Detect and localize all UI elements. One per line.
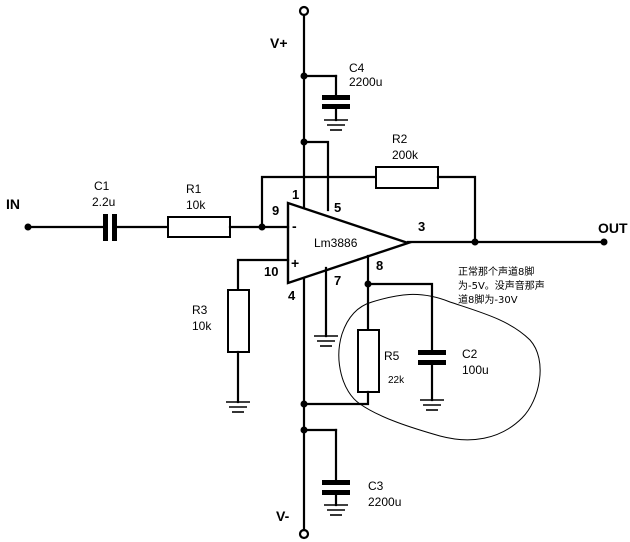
ic-minus: - bbox=[292, 218, 297, 234]
r5-resistor bbox=[357, 329, 380, 393]
r5-ref: R5 bbox=[384, 349, 400, 363]
r3-ref: R3 bbox=[192, 303, 208, 317]
ic-plus: + bbox=[291, 255, 299, 271]
output-label: OUT bbox=[598, 220, 628, 236]
c4-value: 2200u bbox=[349, 75, 382, 89]
c1-capacitor bbox=[103, 214, 117, 241]
r2-resistor bbox=[375, 166, 439, 189]
junction-r5 bbox=[300, 400, 308, 408]
hand-drawn-circle bbox=[338, 294, 541, 441]
r1-ref: R1 bbox=[186, 182, 202, 196]
lm3886-ic bbox=[286, 201, 412, 285]
c2-capacitor bbox=[418, 350, 446, 411]
vplus-label: V+ bbox=[270, 35, 288, 51]
pin-5: 5 bbox=[334, 200, 341, 215]
r2-value: 200k bbox=[392, 148, 419, 162]
wire-pin8-c2 bbox=[366, 282, 434, 352]
c1-ref: C1 bbox=[94, 179, 110, 193]
c1-value: 2.2u bbox=[92, 195, 115, 209]
vminus-terminal bbox=[298, 528, 310, 540]
annotation-line-1: 正常那个声道8脚 bbox=[458, 265, 534, 278]
junction-c4 bbox=[300, 72, 308, 80]
c4-capacitor bbox=[302, 74, 350, 131]
pin-7: 7 bbox=[334, 273, 341, 288]
pin-1: 1 bbox=[292, 187, 299, 202]
r3-resistor bbox=[227, 289, 250, 353]
r1-value: 10k bbox=[186, 198, 206, 212]
annotation-line-3: 道8脚为-30V bbox=[458, 293, 518, 306]
pin-10: 10 bbox=[264, 264, 278, 279]
pin-8: 8 bbox=[376, 258, 383, 273]
vplus-terminal bbox=[298, 5, 310, 17]
c2-value: 100u bbox=[462, 363, 489, 377]
r5-value: 22k bbox=[388, 375, 405, 386]
r3-value: 10k bbox=[192, 319, 212, 333]
c3-capacitor bbox=[302, 428, 350, 516]
c4-ref: C4 bbox=[349, 61, 365, 75]
c3-ref: C3 bbox=[368, 479, 384, 493]
ground-r3 bbox=[226, 401, 250, 413]
ic-name: Lm3886 bbox=[314, 236, 358, 250]
output-terminal bbox=[600, 238, 608, 246]
wire-plus-r3 bbox=[236, 258, 290, 292]
pin-4: 4 bbox=[288, 288, 296, 303]
wire-feedback-right bbox=[436, 175, 477, 244]
r1-resistor bbox=[167, 216, 231, 238]
annotation-line-2: 为-5V。没声音那声 bbox=[458, 279, 545, 292]
c3-value: 2200u bbox=[368, 495, 401, 509]
wire-r5-vminus bbox=[302, 390, 370, 406]
r2-ref: R2 bbox=[392, 132, 408, 146]
wire-pin5 bbox=[302, 140, 330, 212]
pin-9: 9 bbox=[272, 203, 279, 218]
wire-feedback-left bbox=[260, 175, 378, 229]
ground-pin7 bbox=[314, 335, 338, 347]
c2-ref: C2 bbox=[462, 347, 478, 361]
junction-output bbox=[471, 238, 479, 246]
pin-3: 3 bbox=[418, 219, 425, 234]
vminus-label: V- bbox=[276, 508, 290, 524]
input-label: IN bbox=[6, 196, 20, 212]
